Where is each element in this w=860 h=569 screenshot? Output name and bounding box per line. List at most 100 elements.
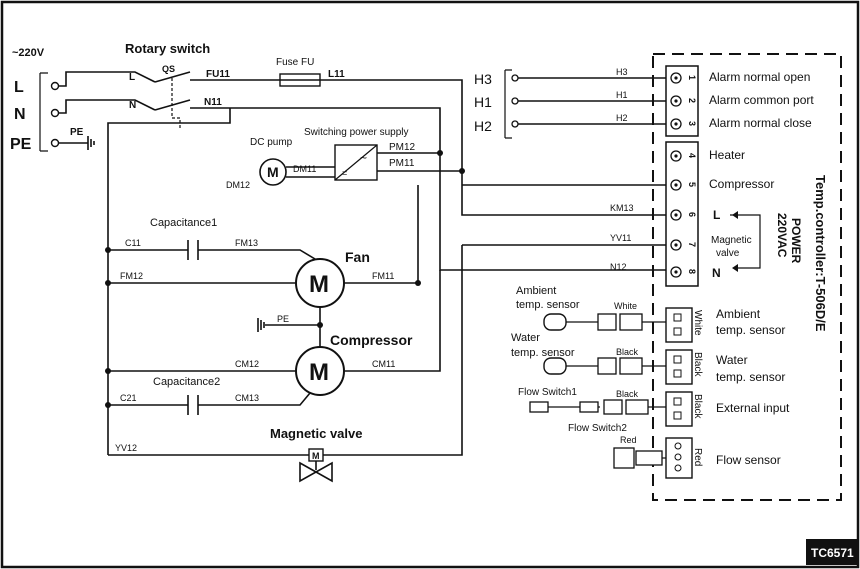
supply-pe-label: PE (10, 136, 32, 153)
cap2-symbol (187, 395, 199, 415)
psu-label: Switching power supply (304, 127, 409, 138)
fan-motor-m: M (309, 271, 329, 298)
wire-km13: KM13 (610, 203, 634, 213)
mv-label-2: valve (716, 248, 740, 259)
supply-n-label: N (14, 106, 26, 123)
supply-l-label: L (14, 79, 24, 96)
port-ambient-pin1 (673, 313, 682, 322)
n-bus (107, 108, 231, 455)
external-plug (603, 399, 623, 415)
water-l2: temp. sensor (511, 347, 575, 359)
switch-out-wires (190, 79, 280, 109)
junction-c21 (105, 402, 111, 408)
flow-sensor-socket (635, 450, 663, 466)
pump-dm11: DM11 (293, 164, 316, 174)
terminal-screw-dot-1 (674, 76, 678, 80)
port-flow-color: Red (692, 448, 703, 466)
terminal-number-6: 6 (687, 212, 697, 217)
ambient-l2: temp. sensor (516, 299, 580, 311)
fuse-l11: L11 (328, 69, 345, 80)
cap1-fm13: FM13 (235, 238, 258, 248)
terminal-number-2: 2 (687, 98, 697, 103)
wire-n12: N12 (610, 262, 627, 272)
terminal-screw-dot-4 (674, 154, 678, 158)
controller-box (652, 53, 842, 501)
alarm-terminal-h1 (511, 97, 519, 105)
supply-wires (58, 71, 156, 114)
fan-fm12: FM12 (120, 271, 143, 281)
port-water (665, 349, 693, 385)
water-socket (619, 357, 643, 375)
external-input-label: External input (716, 401, 790, 415)
psu-dc-symbol: = (342, 168, 347, 178)
port-flow-pin2 (674, 453, 682, 461)
water-port-l2: temp. sensor (716, 370, 785, 384)
rotary-n: N (129, 100, 136, 111)
cap1-symbol (187, 240, 199, 260)
pe-mid-wire (265, 307, 321, 347)
fan-fm11: FM11 (372, 271, 394, 281)
flow2-label: Flow Switch2 (568, 423, 627, 434)
black1-label: Black (616, 347, 639, 357)
power-line-2: 220VAC (775, 213, 789, 258)
terminal-pe (50, 138, 60, 148)
supply-bracket (39, 72, 48, 152)
terminal-screw-dot-8 (674, 270, 678, 274)
water-probe (543, 357, 567, 375)
ambient-socket (619, 313, 643, 331)
flow-sensor-label: Flow sensor (716, 453, 781, 467)
port-external-pin2 (673, 411, 682, 420)
water-l1: Water (511, 332, 540, 344)
badge-bg (806, 539, 858, 565)
terminal-4-label: Heater (709, 148, 745, 162)
alarm-terminal-h3 (511, 74, 519, 82)
cap1-wires (108, 249, 321, 263)
terminal-1-label: Alarm normal open (709, 70, 810, 84)
compressor-wires (108, 270, 441, 372)
pe-mid-ground (257, 318, 265, 332)
red-label: Red (620, 435, 637, 445)
pe-mid-label: PE (277, 314, 289, 324)
valve-body (299, 461, 333, 483)
port-ambient (665, 307, 693, 343)
alarm-wire-h2: H2 (616, 113, 628, 123)
terminal-n (50, 108, 60, 118)
terminal-number-3: 3 (687, 121, 697, 126)
yv12-wire (108, 245, 463, 456)
psu-pm11: PM11 (389, 158, 415, 169)
pump-motor-m: M (267, 164, 279, 180)
fan-wires (108, 185, 419, 284)
ambient-port-l2: temp. sensor (716, 323, 785, 337)
flow1-label: Flow Switch1 (518, 387, 577, 398)
cap2-wires (108, 392, 311, 406)
alarm-wires (518, 77, 666, 125)
flow2-switch (579, 401, 599, 413)
terminal-screw-dot-6 (674, 213, 678, 217)
alarm-wire-h1: H1 (616, 90, 628, 100)
port-flow-pin3 (674, 464, 682, 472)
psu-input-wires (377, 152, 462, 172)
cap1-label: Capacitance1 (150, 217, 217, 229)
pe-ground (58, 136, 95, 150)
terminal-l (50, 81, 60, 91)
alarm-h3: H3 (474, 71, 492, 87)
alarm-wire-h3: H3 (616, 67, 628, 77)
compressor-motor-m: M (309, 359, 329, 386)
pump-label: DC pump (250, 137, 293, 148)
fan-label: Fan (345, 249, 370, 265)
psu-pm12: PM12 (389, 142, 416, 153)
switch-linkage (171, 78, 181, 130)
supply-voltage: ~220V (12, 47, 45, 59)
junction-pe-mid (317, 322, 323, 328)
badge-text: TC6571 (811, 546, 854, 560)
ambient-plug (597, 313, 617, 331)
terminal-screw-dot-3 (674, 122, 678, 126)
power-arrows (732, 211, 738, 272)
cap2-cm13: CM13 (235, 393, 259, 403)
rotary-fu11: FU11 (206, 69, 230, 80)
external-socket (625, 399, 649, 415)
terminal-screw-dot-5 (674, 183, 678, 187)
